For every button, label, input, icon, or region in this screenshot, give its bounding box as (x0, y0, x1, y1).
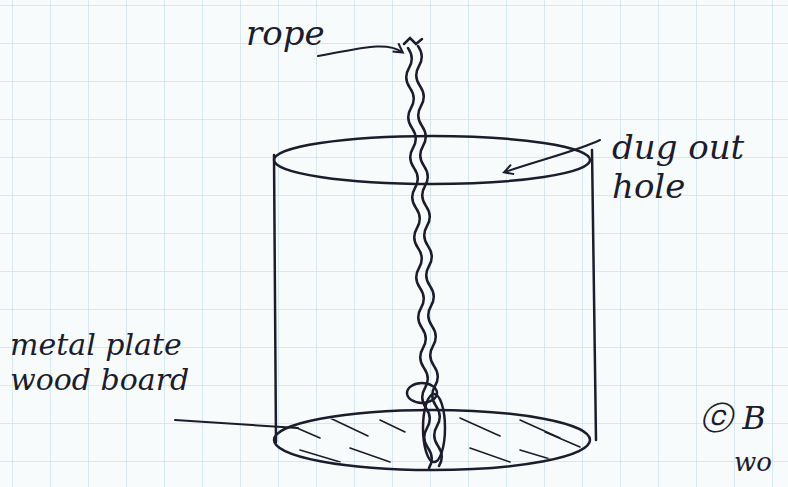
sketch-label: metal plate wood board (10, 328, 192, 397)
leader-line (318, 46, 402, 56)
hole-wall (274, 155, 276, 442)
leader-line (505, 140, 600, 172)
sketch-label: ⓒ B (700, 400, 780, 437)
sketch-label: wo (734, 448, 784, 478)
leader-line (175, 420, 298, 428)
sketch-label: rope (246, 14, 336, 53)
hole-wall (592, 150, 596, 440)
rope-end (404, 38, 422, 44)
sketch-label: dug out hole (612, 128, 780, 206)
rope-loop (423, 394, 445, 462)
